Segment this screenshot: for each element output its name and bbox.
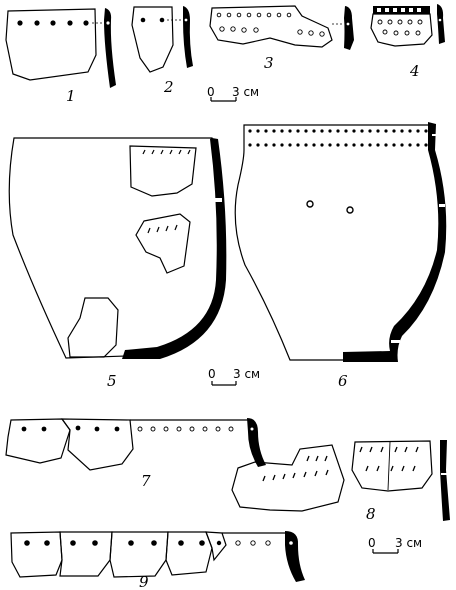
sherd-1-pits (17, 20, 89, 26)
sherd-1-outline (5, 8, 97, 81)
figure-number-1: 1 (66, 87, 76, 105)
profile-4 (437, 4, 445, 44)
sherd-4-pits (377, 19, 423, 36)
sherd-8-left (231, 444, 345, 512)
figure-number-7: 7 (141, 472, 151, 490)
vessel-5-sherd-b-impressions (147, 224, 178, 234)
vessel-5-sherd-b (135, 213, 191, 274)
sherd-9-pits (24, 540, 222, 546)
figure-number-2: 2 (163, 78, 174, 96)
vessel-5: 5 (8, 137, 227, 390)
scale-2-zero: 0 (208, 367, 216, 381)
fragment-1: 1 (5, 8, 116, 105)
scale-bar-1: 0 3 см (207, 85, 259, 102)
fragment-9: 9 (10, 531, 305, 590)
sherd-8-right (351, 440, 433, 492)
sherd-9-c (109, 531, 169, 578)
scale-3-value: 3 см (395, 536, 422, 550)
sherd-3-pits-top (216, 12, 292, 18)
vessel-6-hole-right (346, 206, 354, 214)
figure-number-3: 3 (264, 54, 274, 72)
vessel-5-profile (122, 138, 227, 359)
fragment-2: 2 (131, 6, 193, 96)
sherd-3-pits-bottom (219, 26, 325, 37)
figure-number-9: 9 (139, 573, 149, 590)
profile-3 (344, 6, 354, 50)
profile-7 (247, 418, 266, 467)
sherd-7-mid (60, 418, 134, 471)
profile-8 (440, 440, 450, 521)
figure-number-6: 6 (338, 372, 348, 390)
sherd-7-left (5, 418, 71, 464)
vessel-5-sherd-a-impressions (142, 149, 191, 155)
figure-number-5: 5 (107, 372, 117, 390)
sherd-8-right-impressions (359, 446, 419, 472)
vessel-6-rim-pits-lower (248, 143, 428, 147)
sherd-9-d (165, 531, 213, 576)
fragment-3: 3 (209, 5, 354, 72)
scale-1-zero: 0 (207, 85, 215, 99)
vessel-5-sherd-a (129, 145, 197, 197)
sherd-3-outline (209, 5, 333, 48)
figure-number-4: 4 (409, 62, 420, 80)
fragment-4: 4 (370, 4, 445, 80)
sherd-9-a (10, 531, 63, 578)
vessel-5-sherd-c (67, 297, 119, 358)
profile-9 (285, 531, 305, 582)
sherd-7-pits-reconstructed (137, 426, 234, 432)
scale-1-value: 3 см (232, 85, 259, 99)
profile-2 (183, 6, 193, 68)
scale-bar-3: 0 3 см (368, 536, 422, 554)
vessel-5-outline (8, 137, 223, 359)
scale-3-zero: 0 (368, 536, 376, 550)
sherd-7-pits (21, 425, 120, 432)
sherd-2-outline (131, 6, 174, 73)
scale-bar-2: 0 3 см (208, 367, 260, 386)
vessel-6-rim-pits-upper (248, 129, 428, 133)
sherd-9-b (59, 531, 113, 577)
fragment-8: 8 (231, 440, 450, 523)
vessel-6: 6 (234, 122, 447, 390)
vessel-6-profile (343, 122, 447, 362)
fragment-7: 7 (5, 418, 266, 490)
sherd-2-pits (140, 17, 165, 23)
vessel-6-hole-left (306, 200, 314, 208)
profile-1 (104, 8, 116, 88)
figure-number-8: 8 (366, 505, 376, 523)
sherd-9-pits-reconstructed (235, 540, 271, 546)
scale-2-value: 3 см (233, 367, 260, 381)
sherd-9-e (205, 531, 227, 562)
sherd-8-left-impressions (262, 455, 329, 482)
sherd-4-outline (370, 13, 433, 47)
